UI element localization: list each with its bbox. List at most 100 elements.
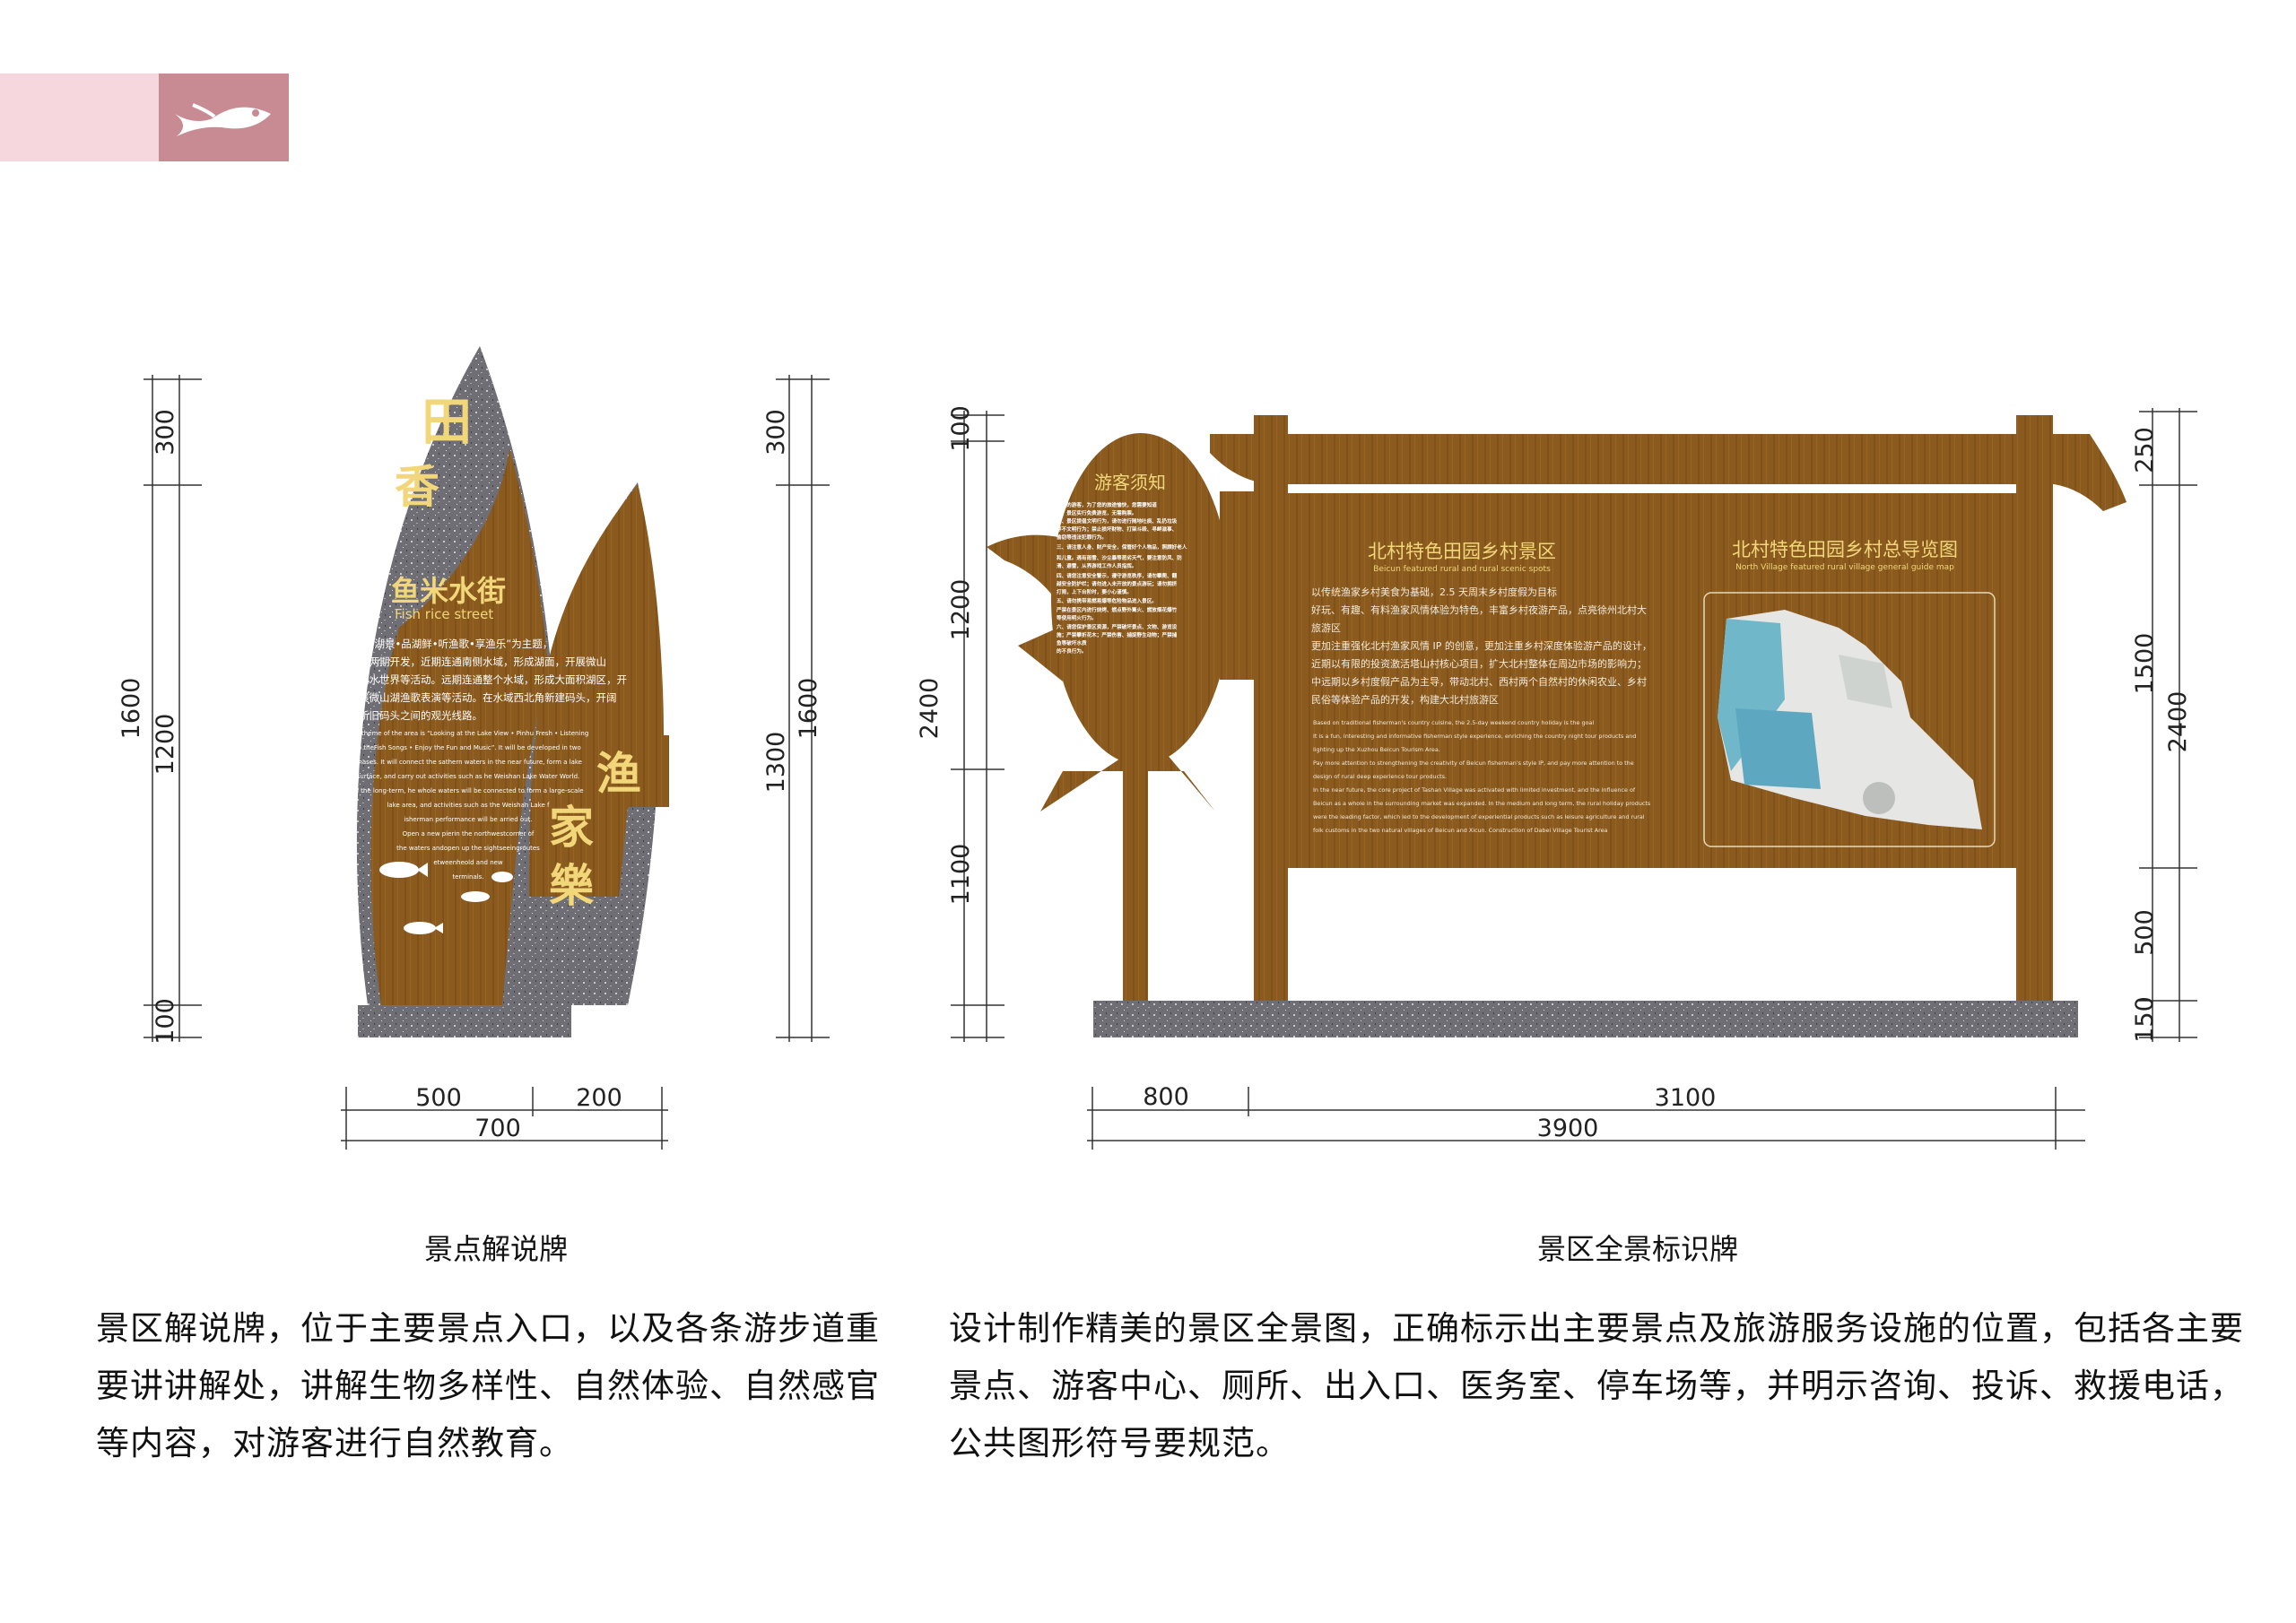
notice-fish-tail [1040,753,1215,812]
right-sign-dimensions [951,408,2197,1150]
caption-interpretive-sign: 景点解说牌 [423,1232,568,1266]
svg-text:1600: 1600 [795,678,822,740]
svg-text:分两期开发，近期连通南侧水域，形成湖面，开展微山: 分两期开发，近期连通南侧水域，形成湖面，开展微山 [359,655,606,668]
svg-text:700: 700 [474,1115,521,1142]
svg-text:1200: 1200 [947,579,975,641]
svg-text:It is a fun, interesting and i: It is a fun, interesting and informative… [1313,733,1636,740]
svg-text:偷窃等违法犯罪行为。: 偷窃等违法犯罪行为。 [1057,534,1107,541]
svg-text:500: 500 [2131,909,2159,956]
svg-text:to theFish Songs • Enjoy the F: to theFish Songs • Enjoy the Fun and Mus… [355,744,581,751]
notice-fish-fin [987,534,1063,610]
svg-text:250: 250 [2131,427,2159,473]
sign-subtitle: Fish rice street [395,606,493,622]
svg-text:新旧码头之间的观光线路。: 新旧码头之间的观光线路。 [359,709,483,722]
svg-text:Based on traditional fisherman: Based on traditional fisherman's country… [1313,719,1594,726]
description-line: 要讲讲解处，讲解生物多样性、自然体验、自然感官 [96,1367,880,1405]
left-sign-dimension-labels: 1600 300 1200 100 300 1300 1600 500 200 … [117,409,822,1142]
calligraphy-le: 樂 [549,860,595,912]
notice-body: 尊敬的游客，为了您的旅途愉快，您需要知道 一、景区实行免费游览，无需购票。 二、… [1056,501,1187,655]
sign-base [1093,1001,2078,1037]
svg-text:lighting up the Xuzhou Beicun: lighting up the Xuzhou Beicun Tourism Ar… [1313,746,1440,753]
description-line: 公共图形符号要规范。 [949,1424,1290,1462]
svg-text:鱼等破坏水质: 鱼等破坏水质 [1057,639,1087,647]
svg-text:等不文明行为；禁止损坏财物、打架斗殴、寻衅滋事、: 等不文明行为；禁止损坏财物、打架斗殴、寻衅滋事、 [1056,525,1177,533]
guide-map [1703,592,1996,847]
description-left: 景区解说牌，位于主要景点入口，以及各条游步道重 要讲讲解处，讲解生物多样性、自然… [96,1300,903,1472]
svg-text:Pay more attention to strength: Pay more attention to strengthening the … [1313,759,1634,767]
description-line: 景区解说牌，位于主要景点入口，以及各条游步道重 [96,1309,880,1348]
svg-text:展微山湖渔歌表演等活动。在水域西北角新建码头，开阔: 展微山湖渔歌表演等活动。在水域西北角新建码头，开阔 [359,691,617,704]
svg-text:打闹，上下台阶时，要小心谨慎。: 打闹，上下台阶时，要小心谨慎。 [1057,588,1132,595]
caption-panorama-sign: 景区全景标识牌 [1536,1232,1738,1266]
right-sign-dimension-labels: 100 1200 1100 2400 250 1500 500 150 2400… [916,405,2192,1142]
svg-text:民俗等体验产品的开发，构建大北村旅游区: 民俗等体验产品的开发，构建大北村旅游区 [1311,693,1499,706]
sign-base [358,1005,571,1037]
svg-text:In the near future, the core p: In the near future, the core project of … [1313,786,1636,794]
svg-text:2400: 2400 [2164,691,2192,753]
sign-post-left [1254,415,1288,1005]
description-right: 设计制作精美的景区全景图，正确标示出主要景点及旅游服务设施的位置，包括各主要 景… [949,1300,2249,1472]
interpretive-sign: 田 香 渔 家 樂 鱼米水街 Fish rice street “赏湖景•品湖鲜… [347,346,669,1037]
svg-text:3900: 3900 [1537,1115,1599,1142]
sign-top-beam [1210,434,2126,511]
description-line: 景点、游客中心、厕所、出入口、医务室、停车场等，并明示咨询、投诉、救援电话， [949,1367,2244,1405]
svg-text:1200: 1200 [152,714,179,776]
header-logo-block [159,74,289,161]
svg-text:五、请勿携带易燃易爆等危险物品进入景区。: 五、请勿携带易燃易爆等危险物品进入景区。 [1057,597,1157,604]
notice-fish-fin-lower [1018,628,1063,681]
svg-text:严禁在景区内进行烧烤、燃点野外篝火、燃放烟花爆竹: 严禁在景区内进行烧烤、燃点野外篝火、燃放烟花爆竹 [1057,606,1178,613]
sign-body-cn: “赏湖景•品湖鲜•听渔歌•享渔乐”为主题， 分两期开发，近期连通南侧水域，形成湖… [359,638,627,722]
svg-text:100: 100 [152,998,179,1045]
fish-cutout-icons [379,862,513,934]
svg-text:800: 800 [1143,1083,1189,1111]
svg-text:The theme of the area is “Look: The theme of the area is “Looking at the… [347,730,589,737]
sign-leaf-large [370,448,559,1005]
svg-text:surface, and carry out activit: surface, and carry out activities such a… [357,773,580,780]
svg-text:湖水世界等活动。远期连通整个水域，形成大面积湖区，开: 湖水世界等活动。远期连通整个水域，形成大面积湖区，开 [359,673,627,686]
svg-text:越安全防护栏；请勿进入未开放的景点游玩；请勿拥挤: 越安全防护栏；请勿进入未开放的景点游玩；请勿拥挤 [1056,580,1178,587]
main-title: 北村特色田园乡村景区 [1368,541,1556,562]
svg-text:folk customs in the two natura: folk customs in the two natural villages… [1313,827,1608,834]
map-title: 北村特色田园乡村总导览图 [1732,539,1958,560]
calligraphy-jia: 家 [549,802,594,854]
svg-text:四、请您注意安全警示，遵守游览秩序，请勿攀爬、翻: 四、请您注意安全警示，遵守游览秩序，请勿攀爬、翻 [1057,572,1178,579]
svg-text:In the long-term, he whole wat: In the long-term, he whole waters will b… [352,787,583,794]
svg-text:terminals.: terminals. [452,873,483,881]
svg-text:中远期以乡村度假产品为主导，带动北村、西村两个自然村的休闲农: 中远期以乡村度假产品为主导，带动北村、西村两个自然村的休闲农业、乡村 [1311,675,1647,688]
svg-text:二、景区提倡文明行为，请勿进行随地吐痰、乱扔垃圾: 二、景区提倡文明行为，请勿进行随地吐痰、乱扔垃圾 [1057,517,1178,525]
left-sign-dimensions [144,375,830,1150]
notice-title: 游客须知 [1094,472,1166,493]
svg-text:滑、避雷，从界游戏工作人员指挥。: 滑、避雷，从界游戏工作人员指挥。 [1057,562,1137,569]
svg-text:1100: 1100 [947,844,975,906]
header-band-light [0,74,159,161]
svg-text:100: 100 [947,405,975,452]
svg-text:isherman performance will be a: isherman performance will be arried out. [404,816,532,823]
notice-connector [1220,491,1256,680]
svg-text:the waters andopen up the sigh: the waters andopen up the sightseeingrou… [396,845,540,852]
svg-text:施；严禁攀折花木；严禁伤害、捕捉野生动物；严禁捕: 施；严禁攀折花木；严禁伤害、捕捉野生动物；严禁捕 [1057,631,1178,638]
svg-text:etweenheold and new: etweenheold and new [433,859,503,866]
svg-text:和儿童。遇有雨雪、沙尘暴等恶劣天气，要注意防风、防: 和儿童。遇有雨雪、沙尘暴等恶劣天气，要注意防风、防 [1057,554,1182,561]
sign-body-en: The theme of the area is “Looking at the… [347,730,589,881]
svg-text:近期以有限的投资激活塔山村核心项目，扩大北村整体在周边市场的: 近期以有限的投资激活塔山村核心项目，扩大北村整体在周边市场的影响力； [1311,657,1647,670]
calligraphy-xiang: 香 [395,461,439,513]
svg-text:1600: 1600 [117,678,145,740]
svg-text:design of rural deep experienc: design of rural deep experience tour pro… [1313,773,1447,780]
svg-text:的不良行为。: 的不良行为。 [1057,647,1087,655]
panorama-sign: 游客须知 尊敬的游客，为了您的旅途愉快，您需要知道 一、景区实行免费游览，无需购… [987,415,2126,1037]
main-body-cn: 以传统渔家乡村美食为基础，2.5 天周末乡村度假为目标 好玩、有趣、有料渔家风情… [1311,586,1652,706]
svg-text:好玩、有趣、有料渔家风情体验为特色，丰富乡村夜游产品，点亮徐: 好玩、有趣、有料渔家风情体验为特色，丰富乡村夜游产品，点亮徐州北村大 [1311,603,1647,616]
svg-text:2400: 2400 [916,678,944,740]
calligraphy-tian: 田 [422,394,472,452]
svg-text:lake area, and activities such: lake area, and activities such as the We… [387,802,550,809]
sign-side-plaque [583,735,669,807]
svg-text:六、请您保护景区资源，严禁破坏景点、文物、游览设: 六、请您保护景区资源，严禁破坏景点、文物、游览设 [1057,623,1178,630]
svg-text:尊敬的游客，为了您的旅途愉快，您需要知道: 尊敬的游客，为了您的旅途愉快，您需要知道 [1057,501,1157,508]
svg-text:3100: 3100 [1655,1084,1717,1112]
notice-fish-head-board [1051,433,1231,765]
svg-text:Beicun as a whole in the surro: Beicun as a whole in the surrounding mar… [1313,800,1651,807]
main-body-en: Based on traditional fisherman's country… [1313,719,1651,834]
svg-text:150: 150 [2131,996,2159,1043]
svg-text:三、请注意人身、财产安全，保管好个人物品，照顾好老人: 三、请注意人身、财产安全，保管好个人物品，照顾好老人 [1057,543,1187,551]
svg-text:更加注重强化北村渔家风情 IP 的创意，更加注重乡村深度体验: 更加注重强化北村渔家风情 IP 的创意，更加注重乡村深度体验游产品的设计， [1311,639,1652,652]
